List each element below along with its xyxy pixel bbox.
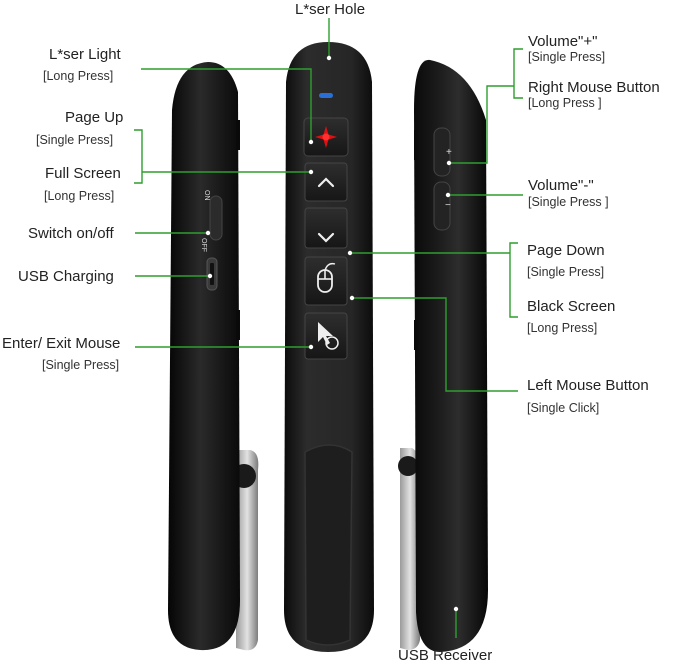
laser-light-label: L*ser Light: [49, 46, 121, 63]
chevron-up-icon: [317, 177, 335, 188]
right-device-body: [414, 59, 488, 653]
volume-up-press: [Single Press]: [528, 50, 606, 64]
laser-hole-label: L*ser Hole: [295, 1, 366, 18]
power-switch: [209, 195, 223, 241]
page-down-press: [Single Press]: [527, 265, 605, 279]
left-device-body: [168, 62, 240, 651]
belt-clip-left: [236, 450, 259, 651]
volume-down-label: Volume"-": [528, 177, 594, 194]
switch-off-marking: OFF: [200, 238, 207, 252]
center-clip: [304, 444, 353, 646]
left-mouse-label: Left Mouse Button: [527, 377, 649, 394]
mouse-button: [304, 256, 348, 306]
laser-light-press: [Long Press]: [43, 69, 114, 83]
switch-on-marking: ON: [203, 190, 210, 201]
enter-exit-mouse-press: [Single Press]: [42, 358, 120, 372]
belt-clip-right: [400, 448, 420, 650]
leader-dots: [205, 55, 459, 612]
page-down-label: Page Down: [527, 242, 605, 259]
black-screen-label: Black Screen: [527, 298, 616, 315]
center-device-front-view: [284, 42, 374, 652]
mouse-icon: [317, 262, 336, 293]
black-screen-press: [Long Press]: [527, 321, 598, 335]
plus-icon: +: [446, 147, 452, 158]
right-mouse-label: Right Mouse Button: [528, 79, 660, 96]
status-led: [319, 93, 333, 98]
switch-label: Switch on/off: [28, 225, 114, 242]
page-up-button: [304, 162, 348, 202]
left-device-side-view: ON OFF: [168, 62, 259, 651]
page-up-label: Page Up: [65, 109, 124, 126]
usb-charging-label: USB Charging: [18, 268, 114, 285]
volume-up-label: Volume"+": [528, 33, 598, 50]
volume-up-button: [433, 127, 451, 177]
right-device-side-view: + −: [398, 59, 488, 653]
leader-lines: [134, 18, 523, 638]
volume-down-press: [Single Press ]: [528, 195, 609, 209]
right-mouse-press: [Long Press ]: [528, 96, 602, 110]
volume-down-button: [433, 181, 451, 231]
chevron-down-icon: [317, 232, 335, 243]
enter-exit-mouse-label: Enter/ Exit Mouse: [2, 335, 121, 352]
cursor-click-icon: [318, 322, 339, 350]
minus-icon: −: [445, 200, 451, 211]
left-mouse-press: [Single Click]: [527, 401, 600, 415]
clip-hinge-right: [398, 456, 418, 476]
full-screen-press: [Long Press]: [44, 189, 115, 203]
page-down-button: [304, 207, 348, 249]
usb-receiver-label: USB Receiver: [398, 647, 493, 664]
laser-star-icon: [315, 126, 337, 148]
page-up-press: [Single Press]: [36, 133, 114, 147]
full-screen-label: Full Screen: [45, 165, 121, 182]
